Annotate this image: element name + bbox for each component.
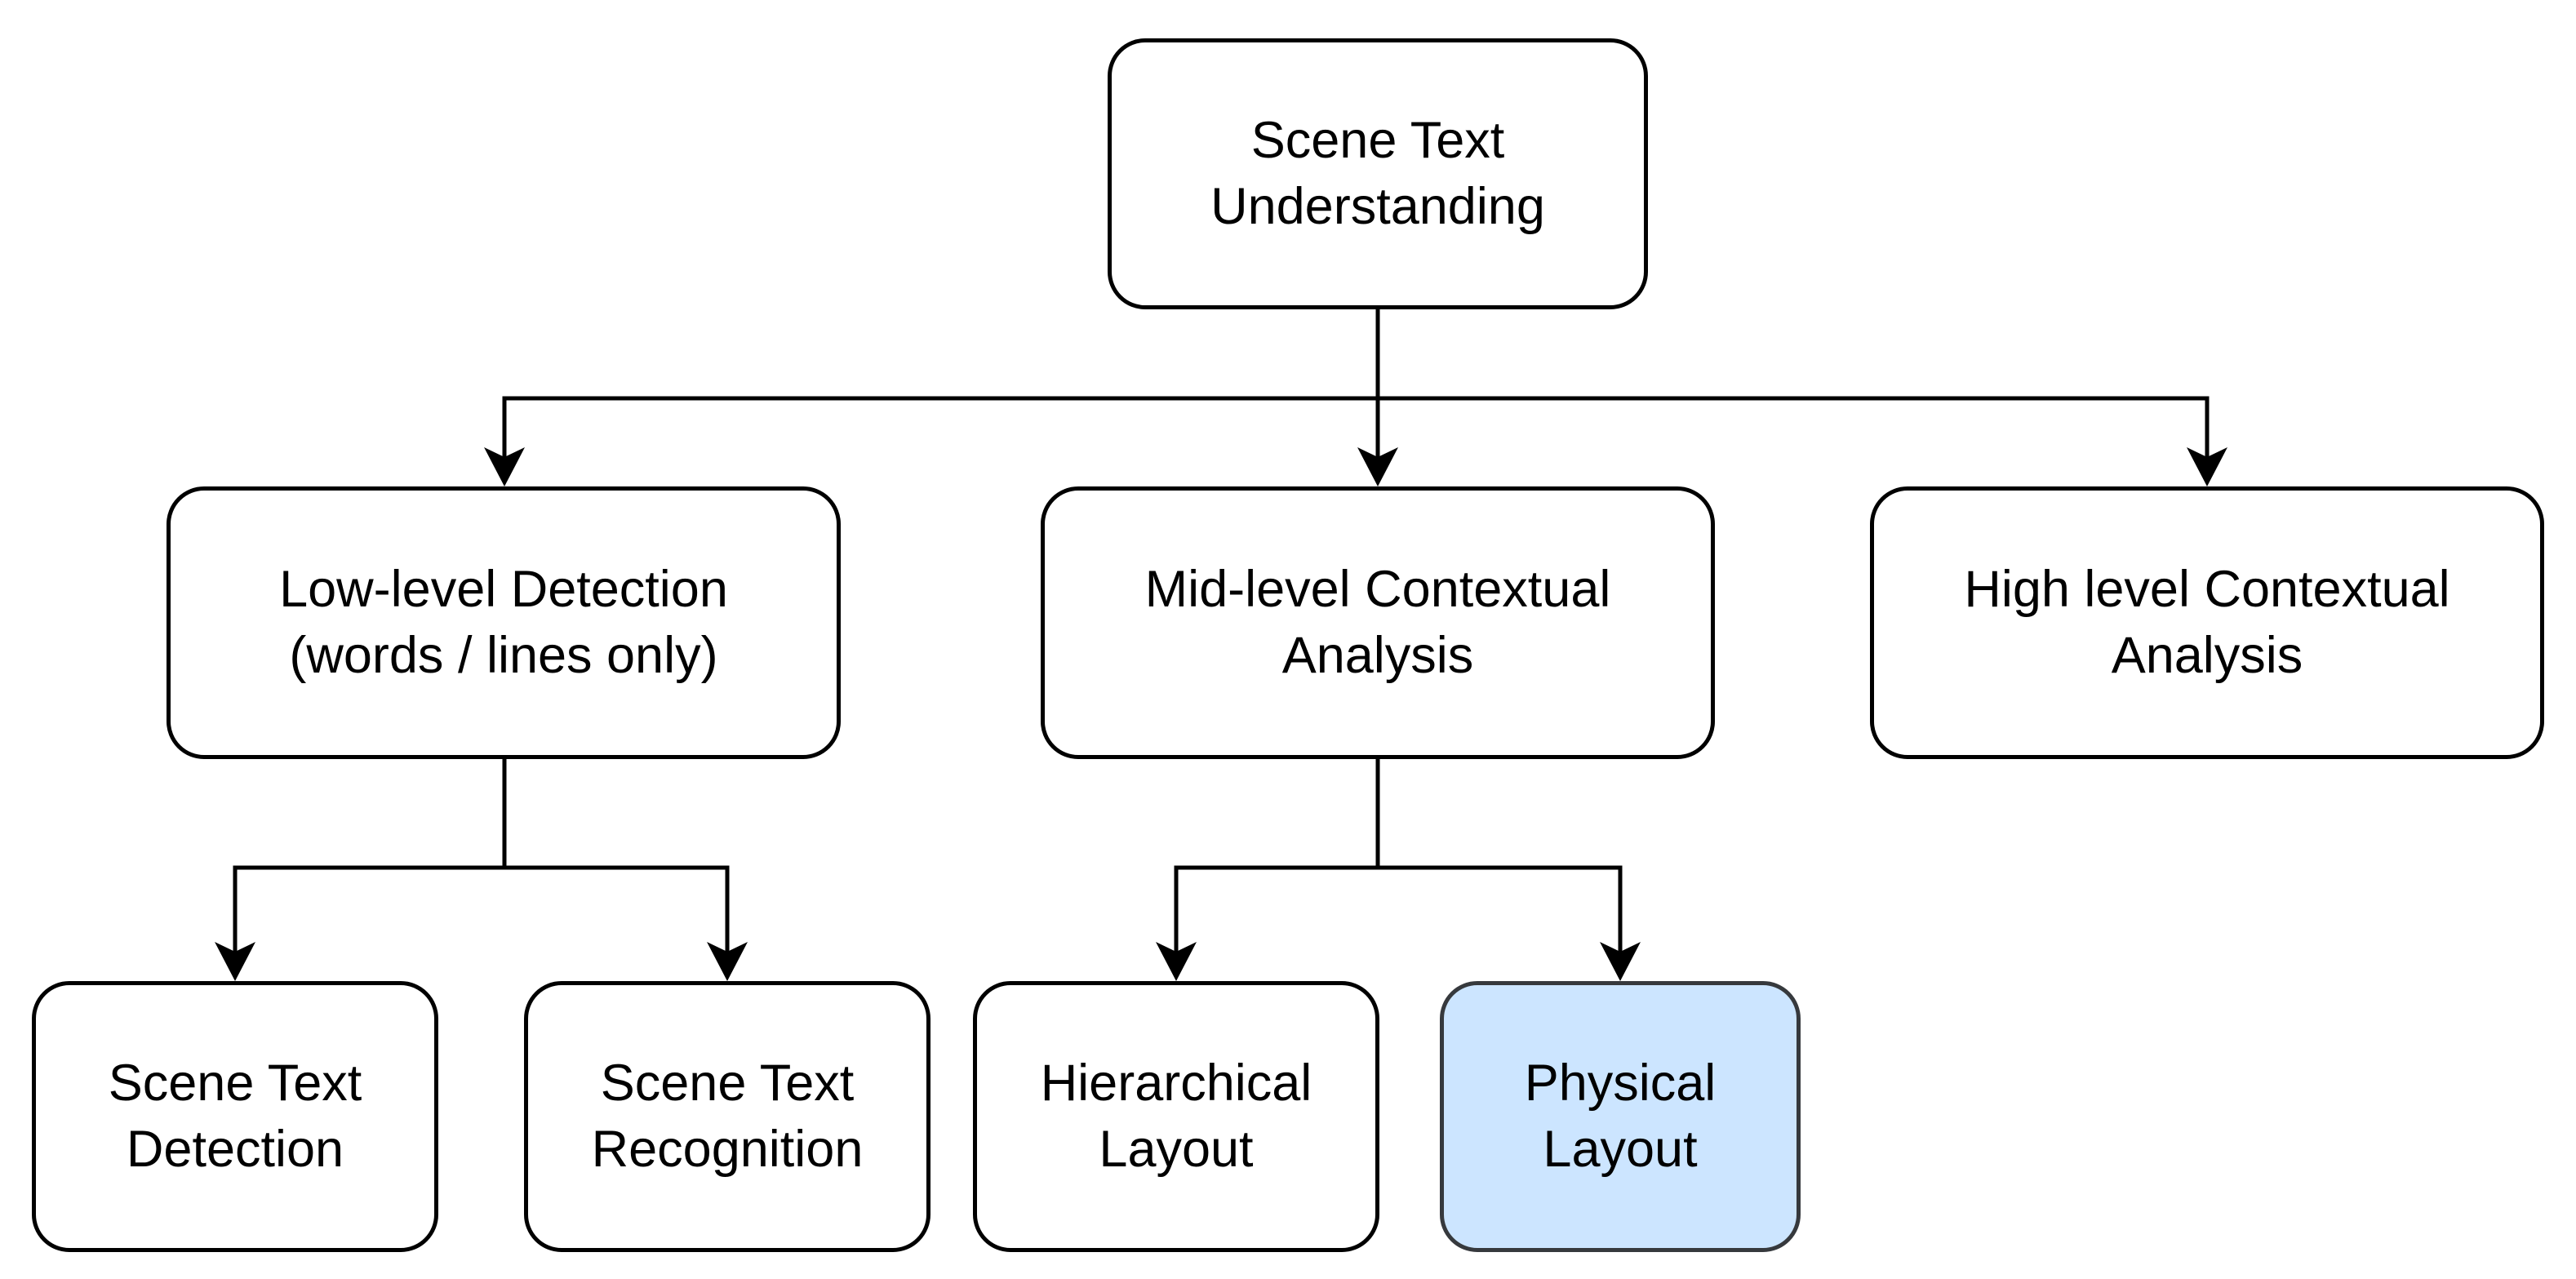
connector-root-to-high-level: [1378, 396, 2210, 457]
connector-root-to-low-level: [502, 396, 1378, 457]
node-label: Low-level Detection (words / lines only): [279, 561, 728, 684]
arrowhead-mid-level: [1357, 447, 1398, 486]
node-label: Hierarchical Layout: [1040, 1055, 1312, 1178]
arrowhead-scene-text-recognition: [707, 942, 748, 981]
node-mid-level-contextual-analysis: Mid-level Contextual Analysis: [1041, 486, 1715, 759]
node-label: Scene Text Detection: [108, 1055, 362, 1178]
connector-mid-level-to-physical: [1378, 865, 1623, 952]
arrowhead-low-level: [484, 447, 525, 486]
connector-low-level-to-detection: [233, 865, 504, 952]
node-scene-text-understanding: Scene Text Understanding: [1108, 38, 1648, 309]
node-low-level-detection: Low-level Detection (words / lines only): [167, 486, 841, 759]
node-scene-text-detection: Scene Text Detection: [32, 981, 438, 1252]
connector-mid-level-to-hierarchical: [1174, 865, 1378, 952]
node-label: Scene Text Understanding: [1210, 112, 1545, 235]
node-high-level-contextual-analysis: High level Contextual Analysis: [1870, 486, 2544, 759]
connector-low-level-to-recognition: [504, 865, 730, 952]
node-label: Scene Text Recognition: [591, 1055, 864, 1178]
node-hierarchical-layout: Hierarchical Layout: [973, 981, 1379, 1252]
node-label: Mid-level Contextual Analysis: [1144, 561, 1611, 684]
arrowhead-high-level: [2187, 447, 2227, 486]
arrowhead-scene-text-detection: [215, 942, 255, 981]
node-scene-text-recognition: Scene Text Recognition: [524, 981, 930, 1252]
node-label: Physical Layout: [1524, 1055, 1717, 1178]
arrowhead-hierarchical-layout: [1156, 942, 1197, 981]
node-physical-layout: Physical Layout: [1440, 981, 1801, 1252]
arrowhead-physical-layout: [1600, 942, 1641, 981]
node-label: High level Contextual Analysis: [1964, 561, 2450, 684]
